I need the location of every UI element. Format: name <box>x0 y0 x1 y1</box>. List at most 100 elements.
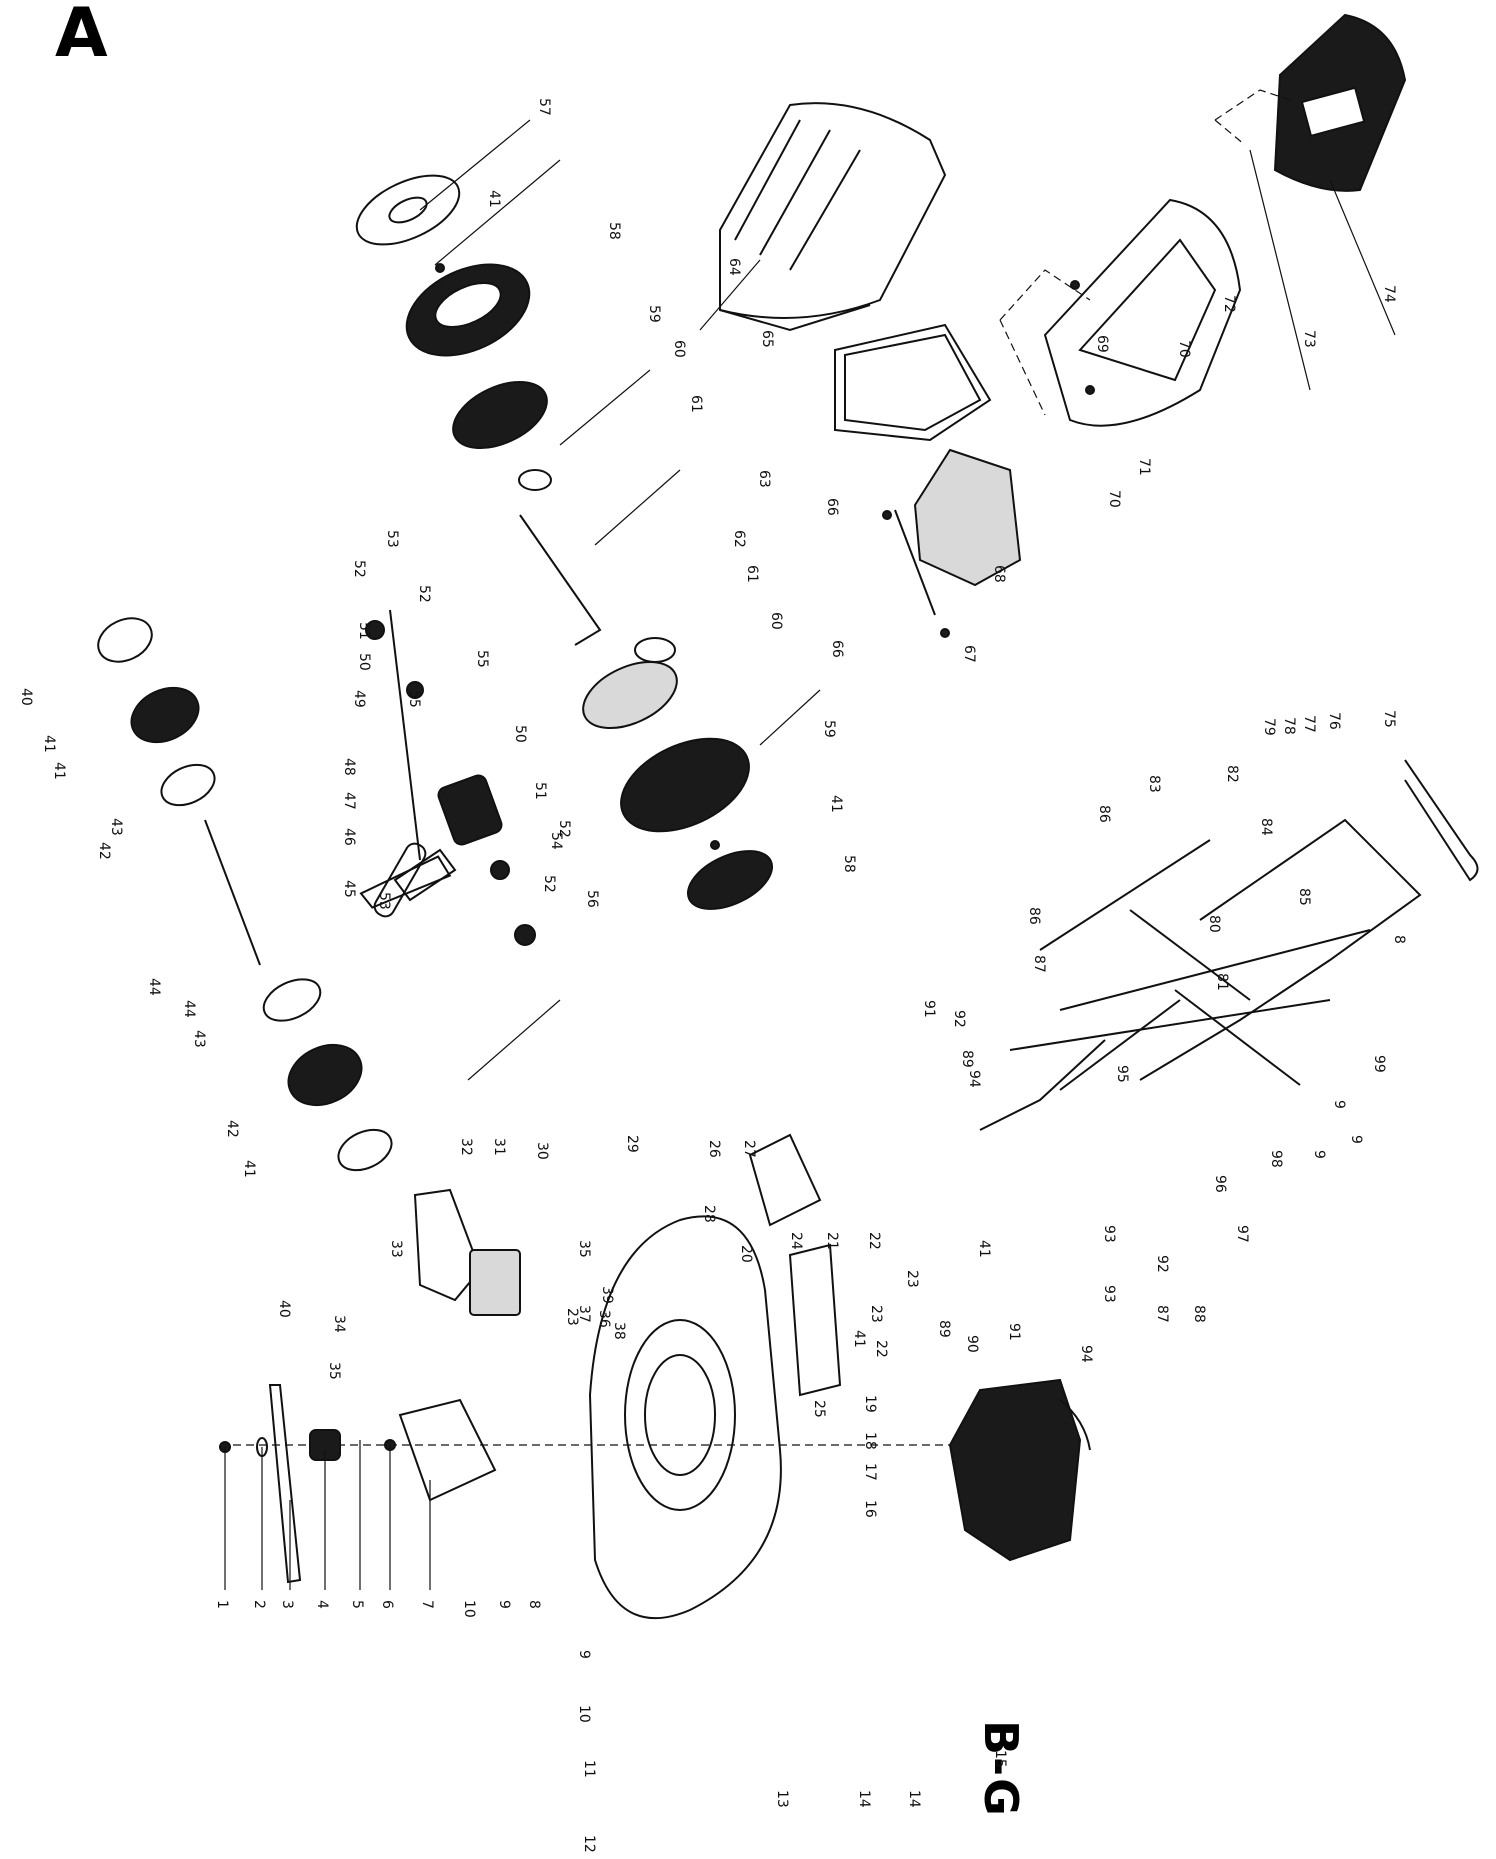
callout: 98 <box>1268 1150 1284 1168</box>
callout: 10 <box>461 1600 477 1618</box>
callout: 57 <box>536 98 552 116</box>
callout: 68 <box>991 565 1007 583</box>
callout: 62 <box>731 530 747 548</box>
callout: 44 <box>181 1000 197 1018</box>
callout: 97 <box>1234 1225 1250 1243</box>
callout: 21 <box>824 1232 840 1250</box>
top-cover <box>999 198 1242 427</box>
callout: 36 <box>596 1310 612 1328</box>
callout: 23 <box>564 1308 580 1326</box>
callout: 41 <box>241 1160 257 1178</box>
callout: 52 <box>351 560 367 578</box>
callout: 77 <box>1301 715 1317 733</box>
callout: 60 <box>768 612 784 630</box>
callout: 61 <box>744 565 760 583</box>
callout: 86 <box>1096 805 1112 823</box>
callout: 91 <box>1006 1323 1022 1341</box>
mower-deck <box>588 1215 782 1620</box>
callout: 42 <box>224 1120 240 1138</box>
callout: 85 <box>1296 888 1312 906</box>
callout: 20 <box>738 1245 754 1263</box>
callout: 45 <box>341 880 357 898</box>
callout: 15 <box>992 1750 1008 1768</box>
callout: 44 <box>146 978 162 996</box>
callout: 87 <box>1154 1305 1170 1323</box>
callout: 53 <box>384 530 400 548</box>
side-discharge <box>413 1133 842 1397</box>
callout: 16 <box>862 1500 878 1518</box>
callout: 55 <box>474 650 490 668</box>
callout: 51 <box>532 782 548 800</box>
callout: 9 <box>496 1600 512 1609</box>
callout: 29 <box>624 1135 640 1153</box>
left-wheel-group <box>97 617 393 1172</box>
callout: 41 <box>976 1240 992 1258</box>
callout: 94 <box>966 1070 982 1088</box>
callout: 9 <box>1311 1150 1327 1159</box>
callout: 74 <box>1381 285 1397 303</box>
callout: 92 <box>1154 1255 1170 1273</box>
callout: 89 <box>936 1320 952 1338</box>
callout: 66 <box>829 640 845 658</box>
upper-wheel-group <box>355 174 774 910</box>
callout: 64 <box>726 258 742 276</box>
callout: 53 <box>376 892 392 910</box>
callout: 46 <box>341 828 357 846</box>
callout: 33 <box>388 1240 404 1258</box>
callout: 9 <box>1348 1135 1364 1144</box>
callout: 8 <box>1391 935 1407 944</box>
callout: 54 <box>548 832 564 850</box>
callout: 71 <box>1136 458 1152 476</box>
callout: 30 <box>534 1142 550 1160</box>
callout: 41 <box>828 795 844 813</box>
callout: 28 <box>701 1205 717 1223</box>
callout: 91 <box>921 1000 937 1018</box>
callout: 69 <box>1094 335 1110 353</box>
callout: 72 <box>1221 295 1237 313</box>
callout: 59 <box>821 720 837 738</box>
rear-flap <box>882 448 1022 638</box>
callout: 18 <box>862 1432 878 1450</box>
callout: 19 <box>862 1395 878 1413</box>
callout: 67 <box>961 645 977 663</box>
callout: 86 <box>1026 907 1042 925</box>
callout: 8 <box>526 1600 542 1609</box>
callout: 50 <box>356 653 372 671</box>
callout: 14 <box>906 1790 922 1808</box>
callout: 92 <box>951 1010 967 1028</box>
callout: 99 <box>1371 1055 1387 1073</box>
callout: 4 <box>314 1600 330 1609</box>
callout: 84 <box>1258 818 1274 836</box>
callout: 55 <box>406 690 422 708</box>
callout: 75 <box>1381 710 1397 728</box>
callout: 22 <box>873 1340 889 1358</box>
callout: 35 <box>576 1240 592 1258</box>
callout: 37 <box>576 1305 592 1323</box>
callout: 95 <box>1114 1065 1130 1083</box>
bag-frame <box>834 323 992 442</box>
gearbox-group <box>359 609 536 946</box>
callout: 41 <box>851 1330 867 1348</box>
callout: 41 <box>41 735 57 753</box>
callout: 48 <box>341 758 357 776</box>
callout: 76 <box>1326 712 1342 730</box>
callout: 41 <box>51 762 67 780</box>
callout: 49 <box>351 690 367 708</box>
callout: 82 <box>1224 765 1240 783</box>
callout: 23 <box>868 1305 884 1323</box>
callout: 94 <box>1078 1345 1094 1363</box>
callout: 1 <box>214 1600 230 1609</box>
callout: 78 <box>1281 717 1297 735</box>
callout: 43 <box>108 818 124 836</box>
callout-labels: 1 2 3 4 5 6 7 8 9 9 10 10 11 12 13 14 14… <box>18 98 1407 1853</box>
grass-bag <box>719 102 947 332</box>
callout: 56 <box>584 890 600 908</box>
callout: 96 <box>1212 1175 1228 1193</box>
callout: 17 <box>862 1463 878 1481</box>
callout: 43 <box>191 1030 207 1048</box>
page-letter: A <box>55 0 108 73</box>
callout: 25 <box>811 1400 827 1418</box>
callout: 60 <box>671 340 687 358</box>
front-cover <box>1214 13 1407 192</box>
